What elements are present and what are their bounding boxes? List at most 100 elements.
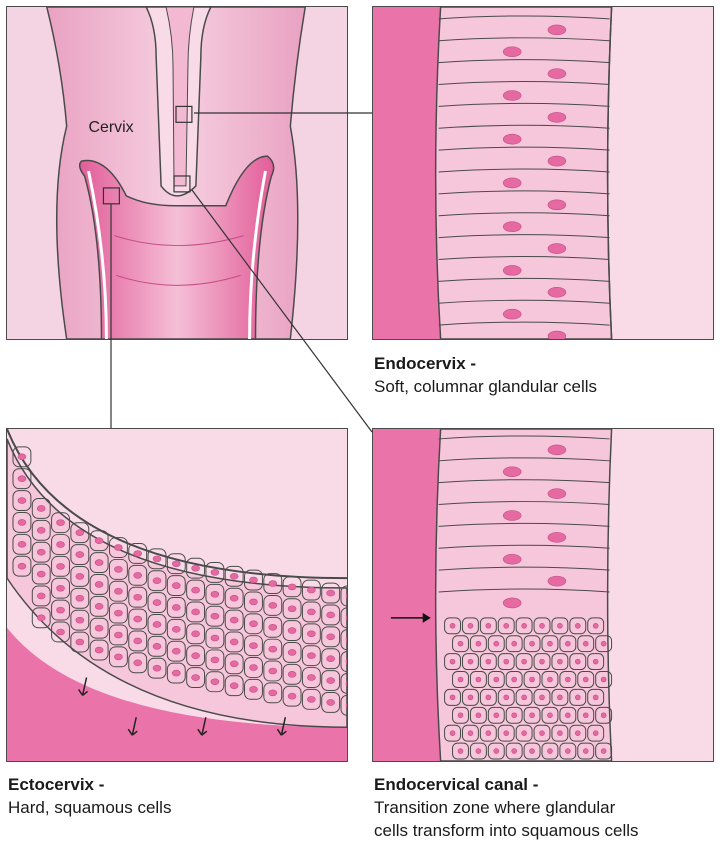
cell-nucleus — [475, 748, 482, 754]
cell-nucleus — [268, 667, 278, 675]
cell-nucleus — [582, 712, 589, 719]
squamous-cell — [321, 626, 341, 648]
cell-nucleus — [191, 674, 200, 681]
cell-nucleus — [565, 712, 571, 719]
squamous-cell — [282, 576, 302, 598]
cell-nucleus — [307, 674, 316, 681]
squamous-cell — [479, 724, 497, 742]
cell-nucleus — [56, 584, 65, 592]
cell-nucleus — [475, 712, 482, 719]
squamous-cell — [497, 617, 515, 635]
endocervical-canal-panel — [372, 428, 714, 762]
cell-nucleus — [307, 608, 316, 616]
squamous-cell — [31, 607, 51, 629]
cell-nucleus — [502, 90, 522, 101]
cervix-overview-panel: Cervix — [6, 6, 348, 340]
cell-nucleus — [210, 678, 220, 686]
squamous-cell — [31, 585, 51, 607]
squamous-cell — [244, 569, 263, 591]
cell-nucleus — [502, 177, 522, 189]
cell-nucleus — [307, 630, 316, 638]
cell-nucleus — [36, 614, 46, 622]
squamous-cell — [186, 557, 206, 579]
squamous-cell — [515, 617, 533, 635]
squamous-cell — [533, 724, 551, 742]
squamous-cell — [523, 671, 541, 688]
cell-nucleus — [114, 587, 123, 595]
cell-nucleus — [547, 243, 567, 254]
squamous-cell — [340, 607, 347, 629]
cell-wall — [438, 522, 610, 527]
squamous-cell — [469, 742, 487, 760]
squamous-cell — [321, 582, 341, 604]
squamous-cell — [186, 645, 206, 667]
cell-nucleus — [547, 155, 567, 167]
cell-nucleus — [133, 572, 142, 579]
cell-nucleus — [547, 287, 567, 298]
cell-nucleus — [75, 573, 85, 580]
squamous-cell — [244, 613, 263, 635]
squamous-cell — [263, 616, 283, 638]
cell-nucleus — [592, 623, 599, 629]
squamous-cell — [497, 724, 515, 742]
cell-nucleus — [75, 551, 85, 558]
cell-nucleus — [511, 748, 517, 754]
squamous-cell — [515, 688, 533, 706]
cell-nucleus — [503, 694, 510, 701]
cell-nucleus — [449, 658, 456, 665]
squamous-cell — [108, 558, 128, 580]
cell-nucleus — [249, 576, 258, 584]
cell-nucleus — [521, 658, 527, 665]
cell-nucleus — [133, 637, 142, 645]
squamous-cell — [321, 648, 341, 670]
cell-nucleus — [268, 689, 278, 697]
cell-nucleus — [529, 748, 535, 754]
cell-nucleus — [94, 559, 104, 566]
cell-nucleus — [229, 573, 239, 580]
cell-nucleus — [345, 637, 347, 643]
squamous-cell — [147, 570, 167, 592]
squamous-cell — [12, 533, 32, 555]
cell-nucleus — [449, 730, 456, 736]
cell-nucleus — [75, 529, 85, 536]
cell-nucleus — [17, 541, 27, 548]
cell-nucleus — [503, 730, 510, 736]
endocervical-canal-description-line2: cells transform into squamous cells — [374, 821, 639, 840]
cell-nucleus — [345, 681, 347, 686]
squamous-cell — [452, 635, 469, 653]
cell-nucleus — [56, 541, 65, 548]
cell-nucleus — [36, 527, 46, 534]
cell-nucleus — [521, 694, 527, 701]
cell-nucleus — [467, 694, 474, 701]
cell-nucleus — [152, 555, 162, 563]
squamous-cell — [205, 583, 225, 605]
cell-nucleus — [36, 592, 46, 600]
squamous-cell — [147, 635, 167, 657]
cell-nucleus — [94, 624, 104, 632]
squamous-cell — [569, 617, 587, 635]
cell-nucleus — [172, 604, 181, 611]
squamous-cell — [469, 706, 487, 724]
squamous-cell — [128, 586, 148, 608]
squamous-cell — [31, 498, 51, 519]
transition-arrow-head — [422, 612, 431, 623]
cell-nucleus — [539, 623, 545, 629]
cell-nucleus — [114, 544, 123, 551]
squamous-cell — [523, 742, 541, 760]
squamous-cell — [461, 688, 479, 706]
squamous-cell — [577, 742, 595, 760]
squamous-cell — [444, 724, 461, 742]
squamous-cell — [487, 671, 505, 688]
squamous-cell — [282, 620, 302, 642]
cell-nucleus — [502, 466, 522, 478]
squamous-cell — [128, 652, 148, 674]
cell-nucleus — [547, 199, 567, 211]
squamous-cell — [166, 618, 186, 640]
squamous-cell — [487, 706, 505, 724]
squamous-cell — [559, 671, 577, 688]
squamous-cell — [186, 579, 206, 601]
cell-nucleus — [114, 653, 123, 661]
cell-nucleus — [307, 696, 316, 703]
cell-nucleus — [503, 658, 510, 665]
cell-nucleus — [449, 623, 456, 629]
